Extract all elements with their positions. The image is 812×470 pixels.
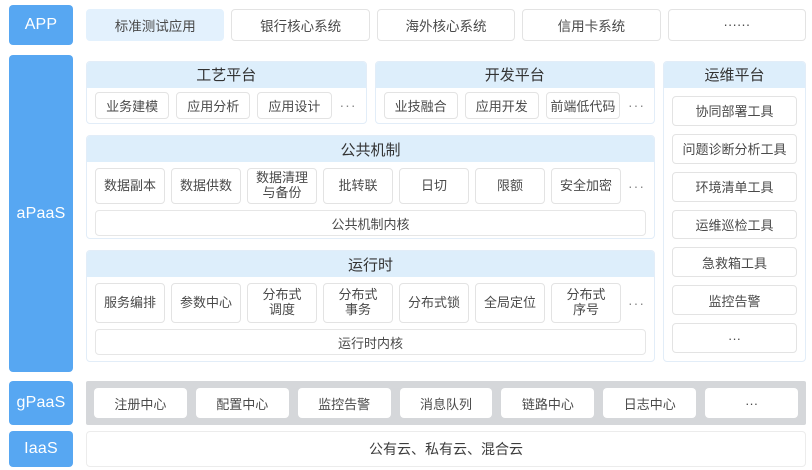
app-item-more[interactable]: ······ [667, 8, 807, 41]
ops-tool-item-more: ··· [672, 323, 797, 354]
ops-platform-items: 协同部署工具 问题诊断分析工具 环境清单工具 运维巡检工具 急救箱工具 监控告警… [664, 88, 805, 361]
app-item-selected[interactable]: 标准测试应用 [86, 8, 225, 41]
panel-dev-platform: 开发平台 业技融合 应用开发 前端低代码 ··· [374, 60, 655, 124]
ops-platform-title: 运维平台 [664, 61, 805, 88]
runtime-item: 分布式 调度 [247, 283, 317, 324]
ops-tool-item: 运维巡检工具 [672, 209, 797, 240]
common-mechanism-title: 公共机制 [87, 136, 654, 163]
mechanism-item: 数据清理 与备份 [247, 168, 317, 205]
dev-item: 应用开发 [464, 91, 539, 119]
gpaas-item: 注册中心 [94, 388, 187, 419]
platform-row: 工艺平台 业务建模 应用分析 应用设计 ··· 开发平台 业技融合 应用开发 [86, 60, 655, 124]
dev-item: 前端低代码 [545, 91, 621, 119]
common-mechanism-items: 数据副本 数据供数 数据清理 与备份 批转联 日切 限额 安全加密 ··· [87, 162, 654, 205]
gpaas-item: 配置中心 [195, 388, 289, 419]
runtime-more-dots: ··· [628, 295, 645, 312]
runtime-items: 服务编排 参数中心 分布式 调度 分布式 事务 分布式锁 全局定位 分布式 序号… [87, 277, 654, 324]
gpaas-item-more: ··· [705, 388, 799, 419]
layer-apaas: aPaaS 工艺平台 业务建模 应用分析 应用设计 ··· [9, 54, 806, 373]
ops-tool-item: 协同部署工具 [672, 95, 797, 126]
iaas-layer-label: IaaS [9, 431, 73, 468]
craft-item: 应用分析 [176, 91, 251, 119]
apaas-content: 工艺平台 业务建模 应用分析 应用设计 ··· 开发平台 业技融合 应用开发 [86, 55, 806, 372]
app-item[interactable]: 信用卡系统 [522, 8, 661, 41]
mechanism-item: 数据副本 [95, 168, 165, 205]
ops-tool-item: 环境清单工具 [672, 171, 797, 202]
runtime-item: 全局定位 [475, 283, 545, 324]
runtime-item: 服务编排 [95, 283, 165, 324]
layer-app: APP 标准测试应用 银行核心系统 海外核心系统 信用卡系统 ······ [9, 5, 807, 45]
iaas-content: 公有云、私有云、混合云 [86, 431, 806, 468]
mechanism-item: 批转联 [323, 168, 393, 205]
dev-platform-title: 开发平台 [375, 61, 654, 88]
dev-platform-items: 业技融合 应用开发 前端低代码 ··· [376, 88, 655, 123]
mechanism-item: 日切 [399, 168, 469, 205]
ops-tool-item: 问题诊断分析工具 [672, 133, 797, 164]
ops-tool-item: 监控告警 [672, 285, 797, 316]
runtime-item: 分布式锁 [399, 283, 469, 324]
runtime-title: 运行时 [87, 251, 654, 278]
ops-tool-item: 急救箱工具 [672, 247, 797, 278]
mechanism-more-dots: ··· [628, 178, 645, 195]
mechanism-item: 限额 [475, 168, 545, 205]
runtime-kernel: 运行时内核 [95, 329, 646, 356]
craft-more-dots: ··· [339, 97, 357, 114]
craft-platform-title: 工艺平台 [87, 61, 366, 88]
apaas-layer-label: aPaaS [9, 54, 73, 373]
gpaas-items: 注册中心 配置中心 监控告警 消息队列 链路中心 日志中心 ··· [86, 381, 806, 426]
mechanism-item: 安全加密 [551, 168, 621, 205]
runtime-item: 分布式 序号 [551, 283, 621, 324]
panel-runtime: 运行时 服务编排 参数中心 分布式 调度 分布式 事务 分布式锁 全局定位 分布… [86, 250, 655, 363]
panel-craft-platform: 工艺平台 业务建模 应用分析 应用设计 ··· [86, 60, 367, 124]
apaas-left-column: 工艺平台 业务建模 应用分析 应用设计 ··· 开发平台 业技融合 应用开发 [86, 60, 655, 363]
gpaas-item: 日志中心 [603, 388, 697, 419]
app-items: 标准测试应用 银行核心系统 海外核心系统 信用卡系统 ······ [86, 5, 807, 45]
app-item[interactable]: 海外核心系统 [376, 8, 516, 41]
craft-item: 应用设计 [257, 91, 332, 119]
gpaas-item: 链路中心 [501, 388, 595, 419]
gpaas-item: 监控告警 [297, 388, 391, 419]
dev-more-dots: ··· [628, 97, 646, 114]
gpaas-layer-label: gPaaS [9, 381, 73, 426]
runtime-item: 分布式 事务 [323, 283, 393, 324]
craft-item: 业务建模 [95, 91, 170, 119]
layer-iaas: IaaS 公有云、私有云、混合云 [9, 431, 806, 468]
common-mechanism-kernel: 公共机制内核 [95, 210, 646, 237]
mechanism-item: 数据供数 [171, 168, 241, 205]
gpaas-item: 消息队列 [399, 388, 493, 419]
layer-gpaas: gPaaS 注册中心 配置中心 监控告警 消息队列 链路中心 日志中心 ··· [9, 381, 806, 426]
app-item[interactable]: 银行核心系统 [231, 8, 370, 41]
app-layer-label: APP [9, 5, 73, 45]
panel-ops-platform: 运维平台 协同部署工具 问题诊断分析工具 环境清单工具 运维巡检工具 急救箱工具… [663, 60, 806, 363]
dev-item: 业技融合 [383, 91, 458, 119]
panel-common-mechanism: 公共机制 数据副本 数据供数 数据清理 与备份 批转联 日切 限额 安全加密 ·… [86, 135, 655, 240]
runtime-item: 参数中心 [171, 283, 241, 324]
craft-platform-items: 业务建模 应用分析 应用设计 ··· [87, 88, 366, 123]
